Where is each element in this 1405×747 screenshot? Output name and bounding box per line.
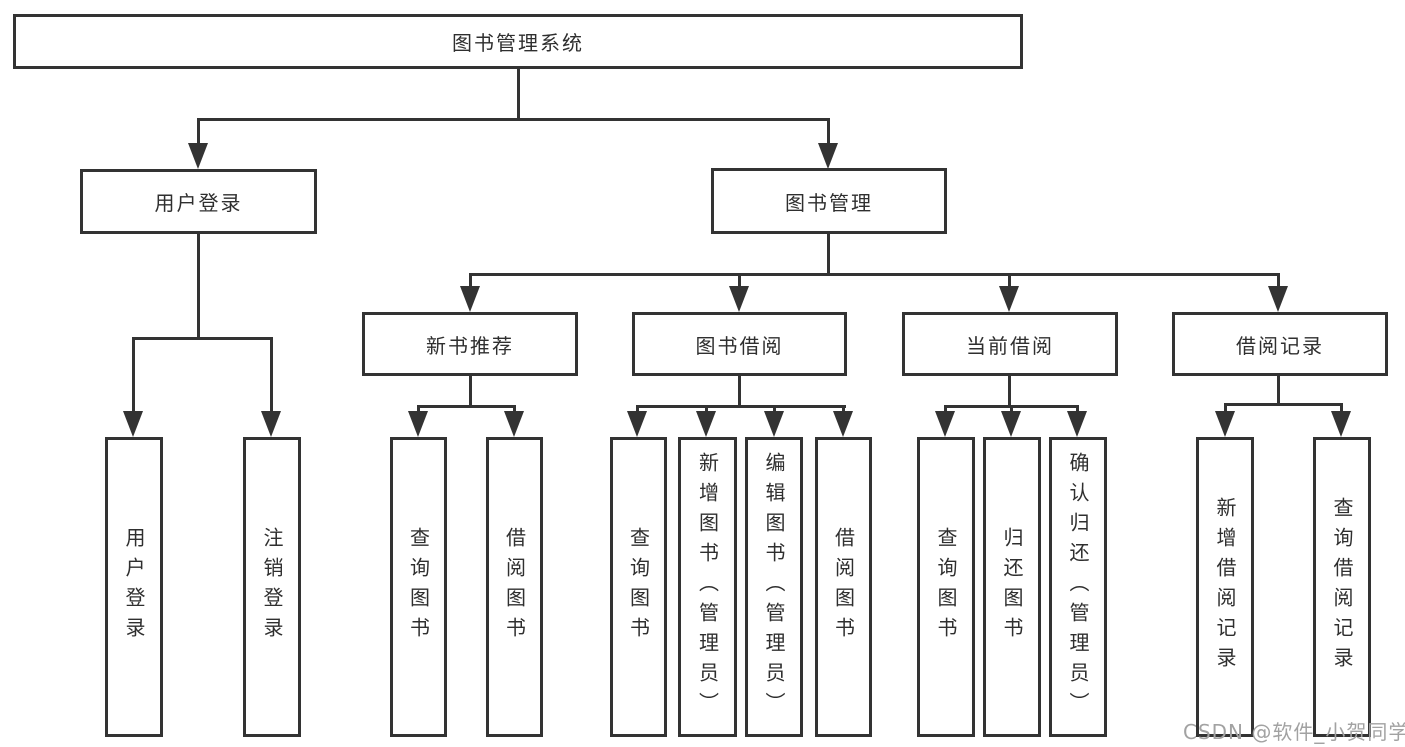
connector-line — [517, 69, 520, 118]
connector-line — [1008, 376, 1011, 405]
arrow-down-icon — [408, 411, 428, 437]
arrow-down-icon — [627, 411, 647, 437]
node-current-borrow: 当前借阅 — [902, 312, 1118, 376]
node-rec-query-book: 查询图书 — [390, 437, 447, 737]
leaf-label: 查询图书 — [406, 527, 431, 647]
connector-line — [417, 405, 420, 415]
node-logout-leaf: 注销登录 — [243, 437, 301, 737]
connector-line — [636, 405, 846, 408]
csdn-watermark: CSDN @软件_小贺同学 — [1183, 720, 1405, 744]
node-br-query-record: 查询借阅记录 — [1313, 437, 1371, 737]
connector-line — [1010, 405, 1013, 415]
connector-line — [469, 273, 1280, 276]
node-bb-edit-book: 编辑图书（管理员） — [745, 437, 803, 737]
connector-line — [738, 273, 741, 289]
arrow-down-icon — [818, 143, 838, 169]
node-bb-borrow-book: 借阅图书 — [815, 437, 872, 737]
leaf-label: 借阅图书 — [502, 527, 527, 647]
leaf-label: 新增图书（管理员） — [695, 452, 720, 722]
arrow-down-icon — [764, 411, 784, 437]
connector-line — [197, 118, 830, 121]
arrow-down-icon — [729, 286, 749, 312]
arrow-down-icon — [696, 411, 716, 437]
node-root: 图书管理系统 — [13, 14, 1023, 69]
arrow-down-icon — [1067, 411, 1087, 437]
connector-line — [1008, 273, 1011, 289]
leaf-label: 新增借阅记录 — [1213, 497, 1237, 677]
node-new-book-recommend: 新书推荐 — [362, 312, 578, 376]
connector-line — [636, 405, 639, 415]
connector-line — [197, 234, 200, 337]
connector-line — [705, 405, 708, 415]
connector-line — [827, 118, 830, 146]
connector-line — [513, 405, 516, 415]
arrow-down-icon — [1331, 411, 1351, 437]
leaf-label: 注销登录 — [260, 527, 284, 647]
connector-line — [1277, 376, 1280, 403]
connector-line — [773, 405, 776, 415]
leaf-label: 查询图书 — [626, 527, 651, 647]
connector-line — [944, 405, 947, 415]
connector-line — [132, 337, 135, 413]
connector-line — [1340, 403, 1343, 415]
arrow-down-icon — [123, 411, 143, 437]
connector-line — [197, 118, 200, 146]
connector-line — [1076, 405, 1079, 415]
connector-line — [1277, 273, 1280, 289]
arrow-down-icon — [460, 286, 480, 312]
arrow-down-icon — [1215, 411, 1235, 437]
connector-line — [842, 405, 845, 415]
node-cb-query-book: 查询图书 — [917, 437, 975, 737]
node-br-add-record: 新增借阅记录 — [1196, 437, 1254, 737]
arrow-down-icon — [935, 411, 955, 437]
node-cb-return-book: 归还图书 — [983, 437, 1041, 737]
arrow-down-icon — [504, 411, 524, 437]
node-book-borrow: 图书借阅 — [632, 312, 847, 376]
leaf-label: 归还图书 — [1000, 527, 1024, 647]
connector-line — [133, 337, 273, 340]
arrow-down-icon — [999, 286, 1019, 312]
node-bb-add-book: 新增图书（管理员） — [678, 437, 737, 737]
leaf-label: 查询图书 — [934, 527, 958, 647]
arrow-down-icon — [261, 411, 281, 437]
connector-line — [469, 273, 472, 289]
node-cb-confirm-return: 确认归还（管理员） — [1049, 437, 1107, 737]
leaf-label: 查询借阅记录 — [1330, 497, 1354, 677]
leaf-label: 编辑图书（管理员） — [762, 452, 786, 722]
leaf-label: 确认归还（管理员） — [1066, 452, 1090, 722]
arrow-down-icon — [188, 143, 208, 169]
connector-line — [1224, 403, 1343, 406]
arrow-down-icon — [833, 411, 853, 437]
node-rec-borrow-book: 借阅图书 — [486, 437, 543, 737]
connector-line — [417, 405, 516, 408]
node-user-login: 用户登录 — [80, 169, 317, 234]
leaf-label: 借阅图书 — [831, 527, 856, 647]
node-borrow-record: 借阅记录 — [1172, 312, 1388, 376]
connector-line — [1224, 403, 1227, 415]
node-bb-query-book: 查询图书 — [610, 437, 667, 737]
node-user-login-leaf: 用户登录 — [105, 437, 163, 737]
arrow-down-icon — [1268, 286, 1288, 312]
arrow-down-icon — [1001, 411, 1021, 437]
connector-line — [738, 376, 741, 405]
connector-line — [469, 376, 472, 405]
connector-line — [827, 234, 830, 273]
leaf-label: 用户登录 — [122, 527, 146, 647]
connector-line — [270, 337, 273, 413]
node-book-management: 图书管理 — [711, 168, 947, 234]
